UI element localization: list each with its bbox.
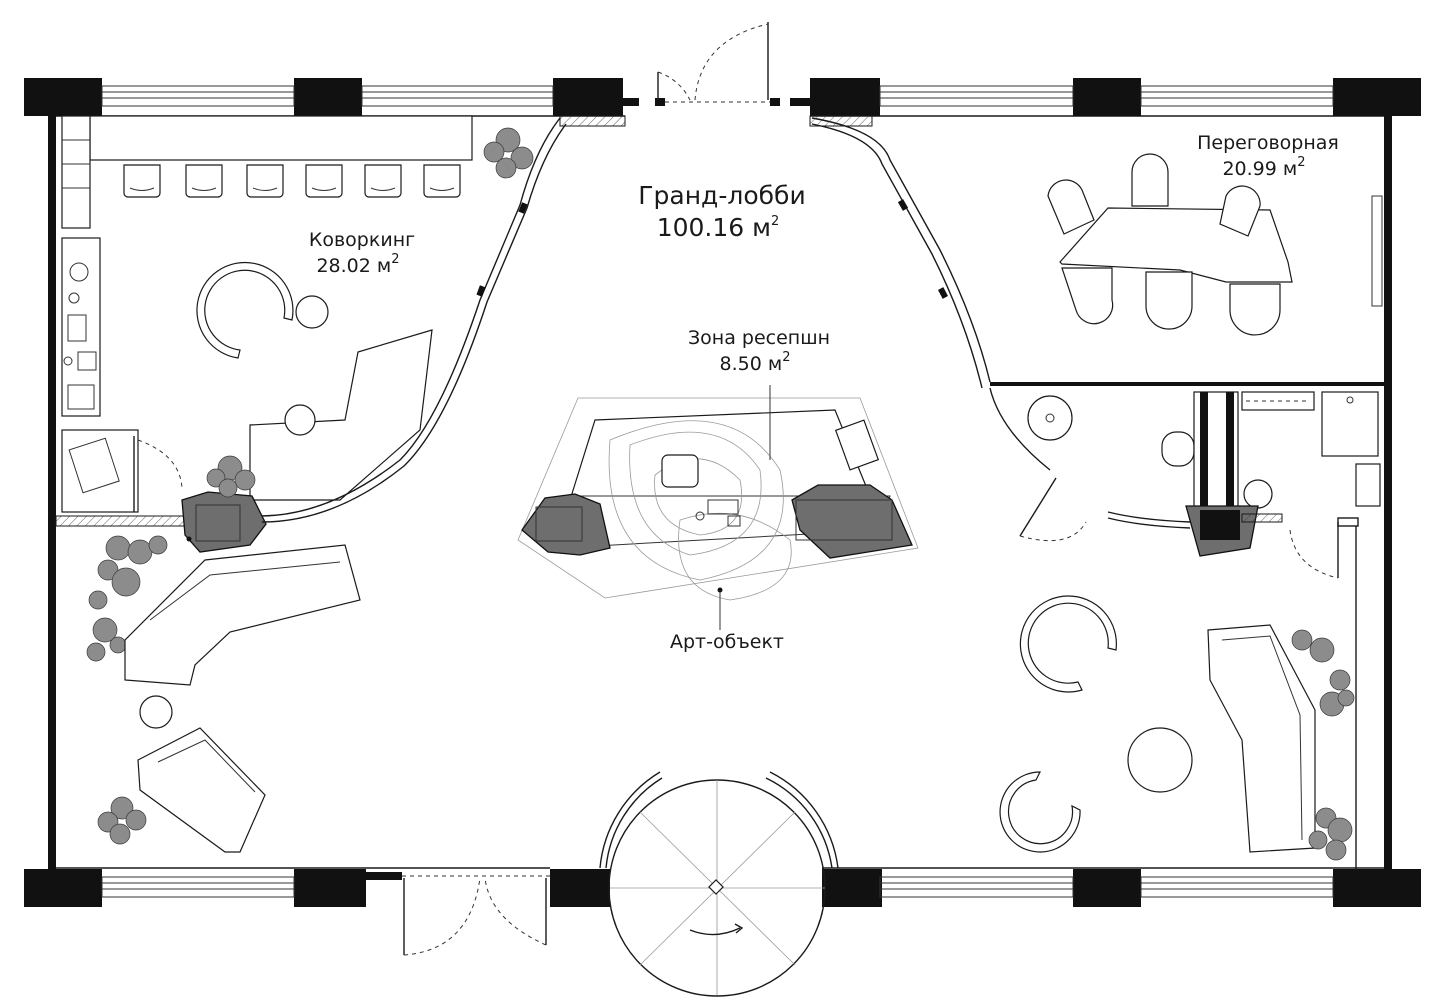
plant-icon xyxy=(86,535,168,662)
art-object-label: Арт-объект xyxy=(670,631,784,653)
meeting-area: 20.99 м xyxy=(1222,158,1297,180)
lobby-name: Гранд-лобби xyxy=(638,181,805,210)
plant-icon xyxy=(483,127,534,179)
top-pillars xyxy=(24,78,1421,116)
left-lounge xyxy=(124,544,361,853)
coworking-area: 28.02 м xyxy=(316,255,391,277)
plant-icon xyxy=(206,455,256,498)
bottom-entrance-door xyxy=(366,872,550,956)
revolving-door xyxy=(599,771,839,997)
coworking-zone xyxy=(55,115,473,553)
reception-area: 8.50 м xyxy=(720,353,783,375)
lobby-area: 100.16 м xyxy=(657,213,771,242)
reception-area-sup: 2 xyxy=(782,350,790,365)
coworking-name: Коворкинг xyxy=(309,229,415,251)
reception-zone xyxy=(517,385,919,630)
coworking-partition xyxy=(261,115,626,523)
meeting-area-sup: 2 xyxy=(1297,155,1305,170)
plants-left xyxy=(86,127,534,845)
bar-stools xyxy=(123,164,461,198)
plant-icon xyxy=(1308,807,1353,861)
meeting-room xyxy=(809,115,1384,389)
meeting-name: Переговорная xyxy=(1197,132,1339,154)
svg-text:28.02 м2: 28.02 м2 xyxy=(316,252,399,277)
reception-name: Зона ресепшн xyxy=(688,327,830,349)
service-rooms xyxy=(989,387,1381,870)
svg-text:100.16 м2: 100.16 м2 xyxy=(657,213,780,242)
svg-text:20.99 м2: 20.99 м2 xyxy=(1222,155,1305,180)
plant-icon xyxy=(1291,629,1355,717)
lobby-area-sup: 2 xyxy=(771,214,779,229)
plant-icon xyxy=(97,796,147,845)
top-windows xyxy=(101,85,1334,107)
bottom-windows xyxy=(101,876,1334,898)
top-entrance-door xyxy=(623,22,810,106)
svg-text:8.50 м2: 8.50 м2 xyxy=(720,350,791,375)
right-lounge xyxy=(999,595,1355,861)
coworking-area-sup: 2 xyxy=(391,252,399,267)
bottom-pillars xyxy=(24,869,1421,907)
room-labels: Коворкинг 28.02 м2 Гранд-лобби 100.16 м2… xyxy=(309,132,1339,653)
